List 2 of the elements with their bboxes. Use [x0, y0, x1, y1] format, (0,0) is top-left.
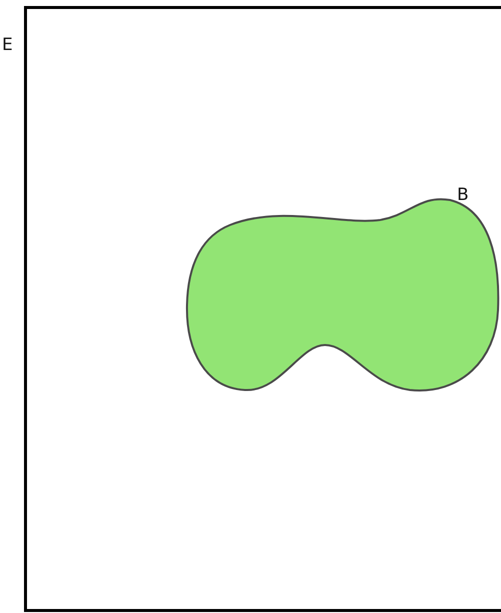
- set-label: E: [2, 37, 13, 54]
- set-label: B: [457, 187, 469, 204]
